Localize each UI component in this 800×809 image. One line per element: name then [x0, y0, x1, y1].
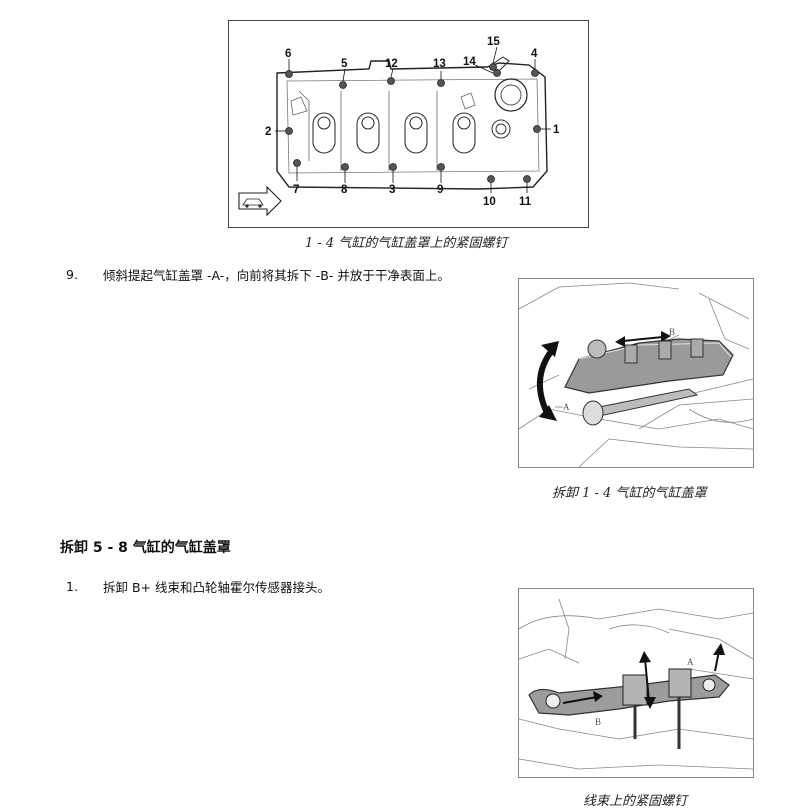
- remove-cover-illustration: A B: [519, 282, 753, 467]
- callout-11: 11: [519, 196, 532, 208]
- callout-12: 12: [385, 58, 398, 70]
- callout-5: 5: [341, 58, 348, 70]
- step-9-number: 9.: [66, 267, 78, 282]
- callout-4: 4: [531, 48, 538, 60]
- section-heading: 拆卸 5 - 8 气缸的气缸盖罩: [60, 540, 231, 556]
- figure-1-caption: 1 - 4 气缸的气缸盖罩上的紧固螺钉: [305, 236, 508, 251]
- label-a: A: [687, 657, 694, 667]
- figure-cover-bolts: 1 2 3 4 5 6 7 8 9 10 11 12 13 14 15: [228, 20, 589, 228]
- callout-10: 10: [483, 196, 496, 208]
- figure-remove-cover: A B: [518, 278, 754, 468]
- cover-bolt-diagram: 1 2 3 4 5 6 7 8 9 10 11 12 13 14 15: [238, 36, 560, 217]
- callout-7: 7: [293, 184, 299, 196]
- callout-9: 9: [437, 184, 443, 196]
- callout-13: 13: [433, 58, 446, 70]
- label-b: B: [669, 327, 675, 337]
- figure-2-caption: 拆卸 1 - 4 气缸的气缸盖罩: [552, 486, 707, 501]
- callout-1: 1: [553, 124, 560, 136]
- callout-6: 6: [285, 48, 291, 60]
- step-1-number: 1.: [66, 579, 78, 594]
- callout-3: 3: [389, 184, 395, 196]
- callout-14: 14: [463, 56, 476, 68]
- callout-2: 2: [265, 126, 271, 138]
- figure-harness-screws: B A: [518, 588, 754, 778]
- vehicle-direction-icon: [238, 185, 282, 217]
- callout-8: 8: [341, 184, 348, 196]
- label-a: A: [563, 402, 570, 412]
- step-9-text: 倾斜提起气缸盖罩 -A-，向前将其拆下 -B- 并放于干净表面上。: [103, 268, 450, 283]
- harness-illustration: B A: [519, 598, 753, 770]
- label-b: B: [595, 717, 601, 727]
- step-1-text: 拆卸 B+ 线束和凸轮轴霍尔传感器接头。: [103, 580, 330, 595]
- callout-15: 15: [487, 36, 500, 48]
